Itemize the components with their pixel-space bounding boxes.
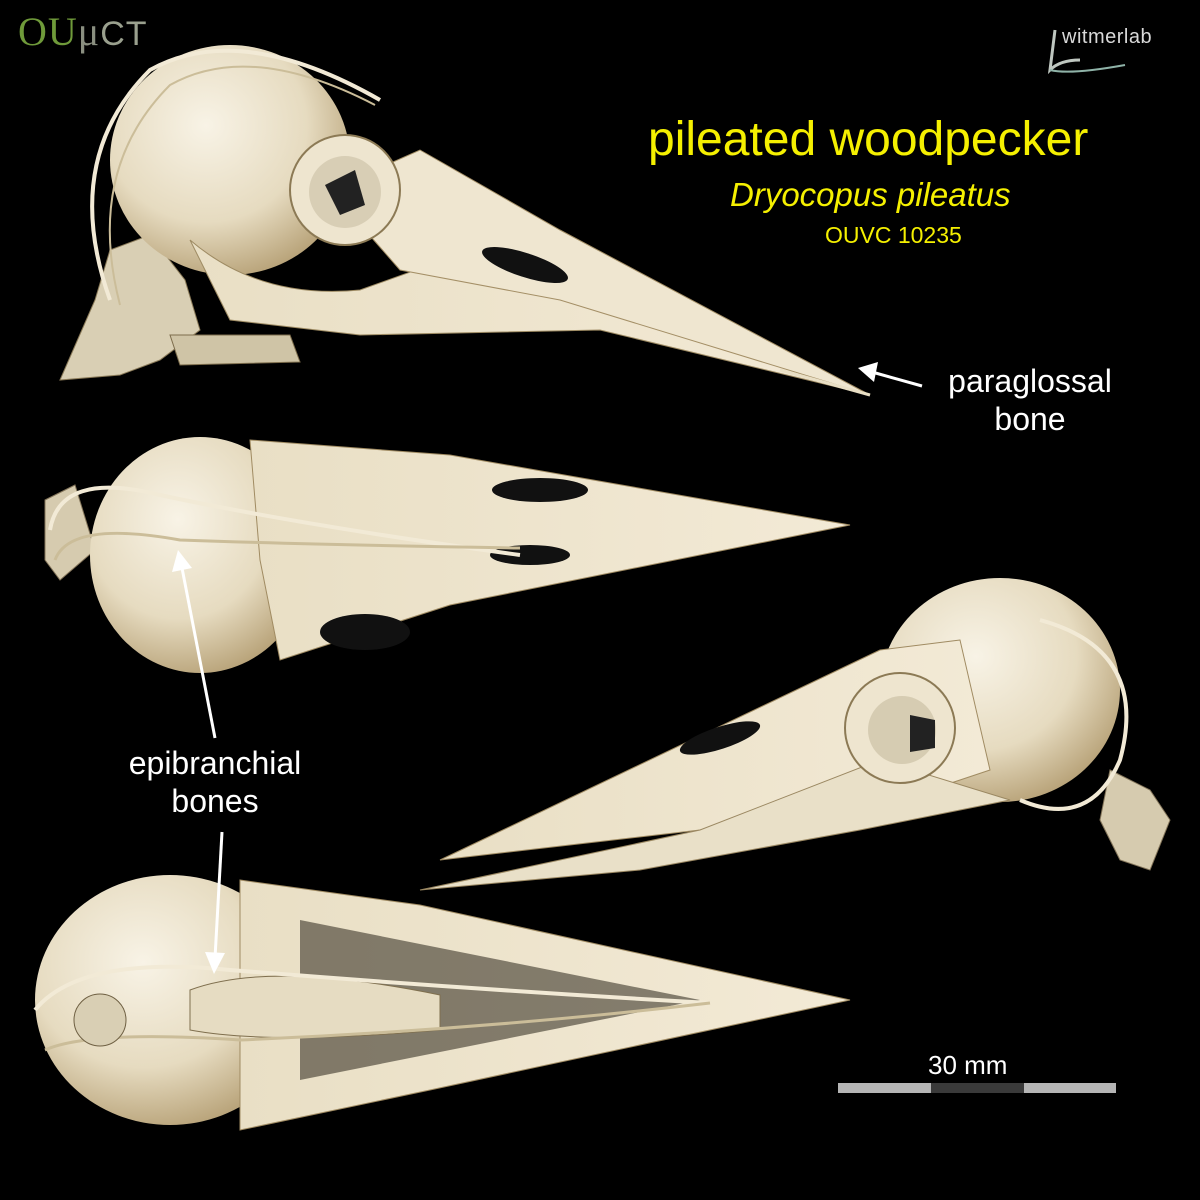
catalog-number: OUVC 10235 bbox=[825, 222, 962, 248]
epibranchial-label-line1: epibranchial bbox=[128, 745, 302, 781]
species-name: Dryocopus pileatus bbox=[730, 176, 1011, 213]
skull-right-lateral-view bbox=[419, 578, 1171, 891]
paraglossal-arrow bbox=[858, 362, 923, 388]
paraglossal-label-line1: paraglossal bbox=[948, 363, 1112, 399]
page-title: pileated woodpecker bbox=[648, 113, 1089, 166]
epibranchial-label-line2: bones bbox=[171, 783, 259, 819]
skull-lateral-view bbox=[59, 45, 871, 397]
witmerlab-logo-mark bbox=[1047, 29, 1126, 75]
logo-mu-text: μ bbox=[77, 9, 101, 54]
ou-micro-ct-logo: OUμCT bbox=[18, 8, 148, 55]
logo-ou-text: OU bbox=[18, 9, 78, 54]
paraglossal-bone-label: paraglossal bone bbox=[925, 362, 1135, 438]
paraglossal-label-line2: bone bbox=[994, 401, 1066, 437]
logo-ct-text: CT bbox=[100, 15, 148, 53]
scale-bar-label: 30 mm bbox=[928, 1050, 1008, 1080]
epibranchial-arrow-upper bbox=[172, 550, 217, 739]
skull-dorsal-view bbox=[44, 437, 851, 673]
skull-ventral-view bbox=[33, 875, 851, 1131]
witmerlab-logo-text: witmerlab bbox=[1062, 26, 1153, 48]
scale-bar bbox=[838, 1083, 1116, 1093]
epibranchial-arrow-lower bbox=[205, 831, 225, 974]
epibranchial-bones-label: epibranchial bones bbox=[90, 744, 340, 820]
